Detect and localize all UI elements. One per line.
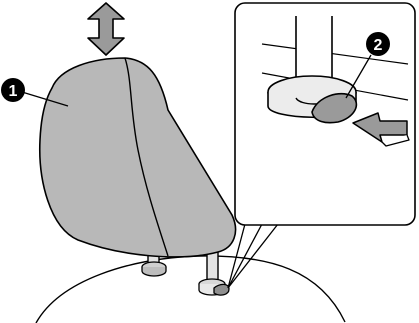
callout-1-label: 1 xyxy=(9,83,18,100)
inset-detail: 2 xyxy=(234,2,416,226)
callout-1-badge xyxy=(1,78,25,102)
seat-back-outline xyxy=(35,255,346,323)
lock-release-button xyxy=(311,92,358,124)
up-down-arrow-icon xyxy=(87,2,125,56)
callout-2-leader xyxy=(345,54,372,99)
callout-1-leader xyxy=(21,91,69,107)
post-collar-left xyxy=(141,261,167,277)
headrest xyxy=(39,57,237,258)
zoom-leader-lines xyxy=(227,223,279,289)
post-collar-right xyxy=(198,278,230,296)
callout-2-label: 2 xyxy=(374,37,383,54)
press-arrow-icon xyxy=(352,112,410,147)
callout-2-badge xyxy=(366,32,390,56)
